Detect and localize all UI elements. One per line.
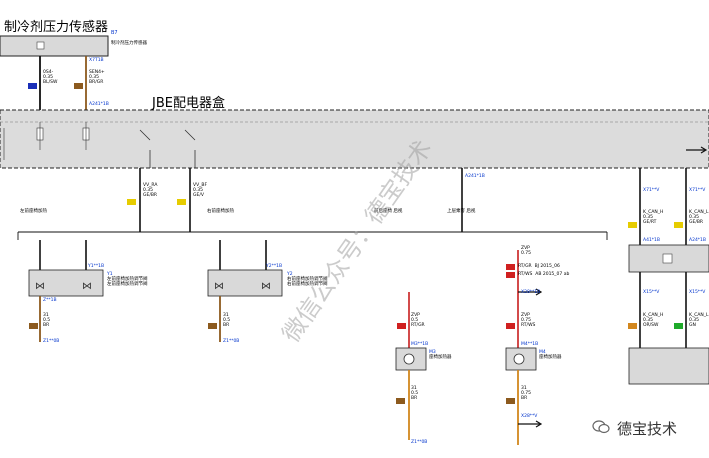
actuator-2-valve-icon-b: ⋈ bbox=[261, 281, 271, 292]
can-connector-2: X71**V bbox=[689, 188, 706, 193]
switch-1-icon bbox=[403, 353, 415, 365]
can-wire-2-tag bbox=[674, 222, 683, 228]
bus-label-3: 前后座椅 后视 bbox=[374, 209, 403, 214]
can-connector-5: X15**V bbox=[643, 290, 660, 295]
switch-2-connector: M4**1B bbox=[521, 342, 539, 347]
actuator-2-splice: Z1**0B bbox=[223, 339, 240, 344]
can-wire-1-tag bbox=[628, 222, 637, 228]
jbe-switch-2 bbox=[184, 129, 196, 168]
actuator-1-connector: Y1**1B bbox=[88, 264, 105, 269]
title-jbe: JBE配电器盒 bbox=[152, 96, 225, 111]
fuse-arrow bbox=[518, 288, 543, 296]
wechat-icon bbox=[592, 420, 610, 434]
switch-2-splice: X28**V bbox=[521, 414, 538, 419]
actuator-1-valve-icon-b: ⋈ bbox=[82, 281, 92, 292]
fuse-connector: X28**1B bbox=[521, 290, 541, 295]
jbe-out-wire-2-tag bbox=[177, 199, 186, 205]
can-lower-box[interactable] bbox=[628, 347, 709, 385]
jbe-box[interactable] bbox=[0, 109, 709, 169]
can-wire-3-tag bbox=[628, 323, 637, 329]
actuator-2-valve-icon-a: ⋈ bbox=[214, 281, 224, 292]
can-wire-4-tag bbox=[674, 323, 683, 329]
actuator-1-splice: Z1**0B bbox=[43, 339, 60, 344]
bus-label-4: 上层乘客 后视 bbox=[447, 209, 476, 214]
switch-2-ground-tag bbox=[506, 398, 515, 404]
fuse-tag-2-label: RT/WS AB 2015_07 ab bbox=[518, 272, 570, 277]
actuator-2-box[interactable] bbox=[207, 269, 283, 297]
actuator-1-ground-tag bbox=[29, 323, 38, 329]
switch-2-icon bbox=[513, 353, 525, 365]
can-connector-1: X71**V bbox=[643, 188, 660, 193]
jbe-out-wire-1-tag bbox=[127, 199, 136, 205]
sensor-box-icon bbox=[36, 41, 45, 50]
switch-1-connector: M3**1B bbox=[411, 342, 429, 347]
brand-label: 德宝技术 bbox=[617, 420, 678, 438]
actuator-1-valve-icon-a: ⋈ bbox=[35, 281, 45, 292]
switch-2-arrow bbox=[518, 420, 543, 428]
switch-1-ground-tag bbox=[396, 398, 405, 404]
bus-label-1: 左前座椅加热 bbox=[20, 209, 47, 214]
switch-2-wire-tag bbox=[506, 323, 515, 329]
actuator-1-box[interactable] bbox=[28, 269, 104, 297]
can-connector-3: A41*1B bbox=[643, 238, 661, 243]
fuse-tag-1 bbox=[506, 264, 515, 270]
sensor-wire-2-color-tag bbox=[74, 83, 83, 89]
can-connector-6: X15**V bbox=[689, 290, 706, 295]
title-sensor: 制冷剂压力传感器 bbox=[4, 20, 109, 35]
jbe-connector: A241*1B bbox=[89, 102, 109, 107]
actuator-2-connector: Y2**1B bbox=[266, 264, 283, 269]
actuator-1-ground-connector: Z**1B bbox=[43, 298, 57, 303]
sensor-box-ref: B7 bbox=[111, 30, 118, 36]
can-module-icon bbox=[662, 253, 673, 264]
jbe-switch-1 bbox=[139, 129, 151, 168]
actuator-2-ground-tag bbox=[208, 323, 217, 329]
sensor-box-label: 制冷剂压力传感器 bbox=[111, 41, 147, 46]
sensor-connector: X7T1B bbox=[89, 58, 104, 63]
can-connector-4: A24*1B bbox=[689, 238, 707, 243]
switch-1-wire-tag bbox=[397, 323, 406, 329]
fuse-tag-1-label: RT/GR BJ 2015_06 bbox=[518, 264, 560, 269]
bus-label-2: 右前座椅加热 bbox=[207, 209, 234, 214]
jbe-right-arrow bbox=[686, 146, 708, 154]
fuse-tag-2 bbox=[506, 272, 515, 278]
switch-1-splice: Z1**0B bbox=[411, 440, 428, 445]
sensor-wire-1-color-tag bbox=[28, 83, 37, 89]
jbe-out-connector: A241*1B bbox=[465, 174, 485, 179]
sensor-box[interactable] bbox=[0, 35, 109, 57]
